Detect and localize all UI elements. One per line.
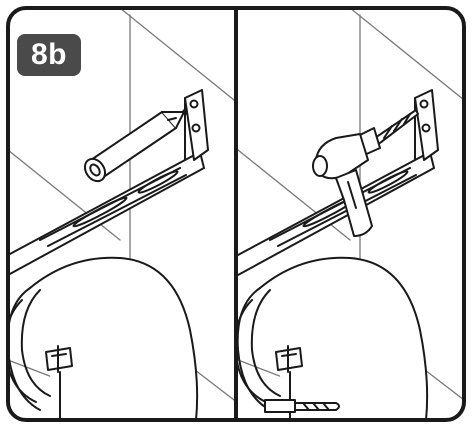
step-number-badge: 8b [17, 34, 81, 76]
pipe-clamp [45, 345, 73, 373]
pipe-elbow [8, 256, 199, 420]
wall-bracket [414, 89, 439, 161]
panel-left-mark-holes [8, 8, 234, 420]
panel-right-drill-holes [238, 8, 464, 420]
panel-frames [6, 6, 466, 422]
bracket-hole-top [419, 99, 429, 109]
pencil-icon [83, 109, 188, 183]
bracket-hole-bottom [191, 123, 201, 133]
bracket-hole-bottom [421, 123, 431, 133]
pipe-elbow [238, 256, 429, 420]
drill-icon [312, 109, 419, 237]
bracket-hole-top [189, 99, 199, 109]
wall-bracket [184, 89, 209, 161]
pipe-clamp [275, 345, 303, 373]
mounting-rail [8, 151, 205, 276]
drill-bit-icon [264, 399, 340, 413]
